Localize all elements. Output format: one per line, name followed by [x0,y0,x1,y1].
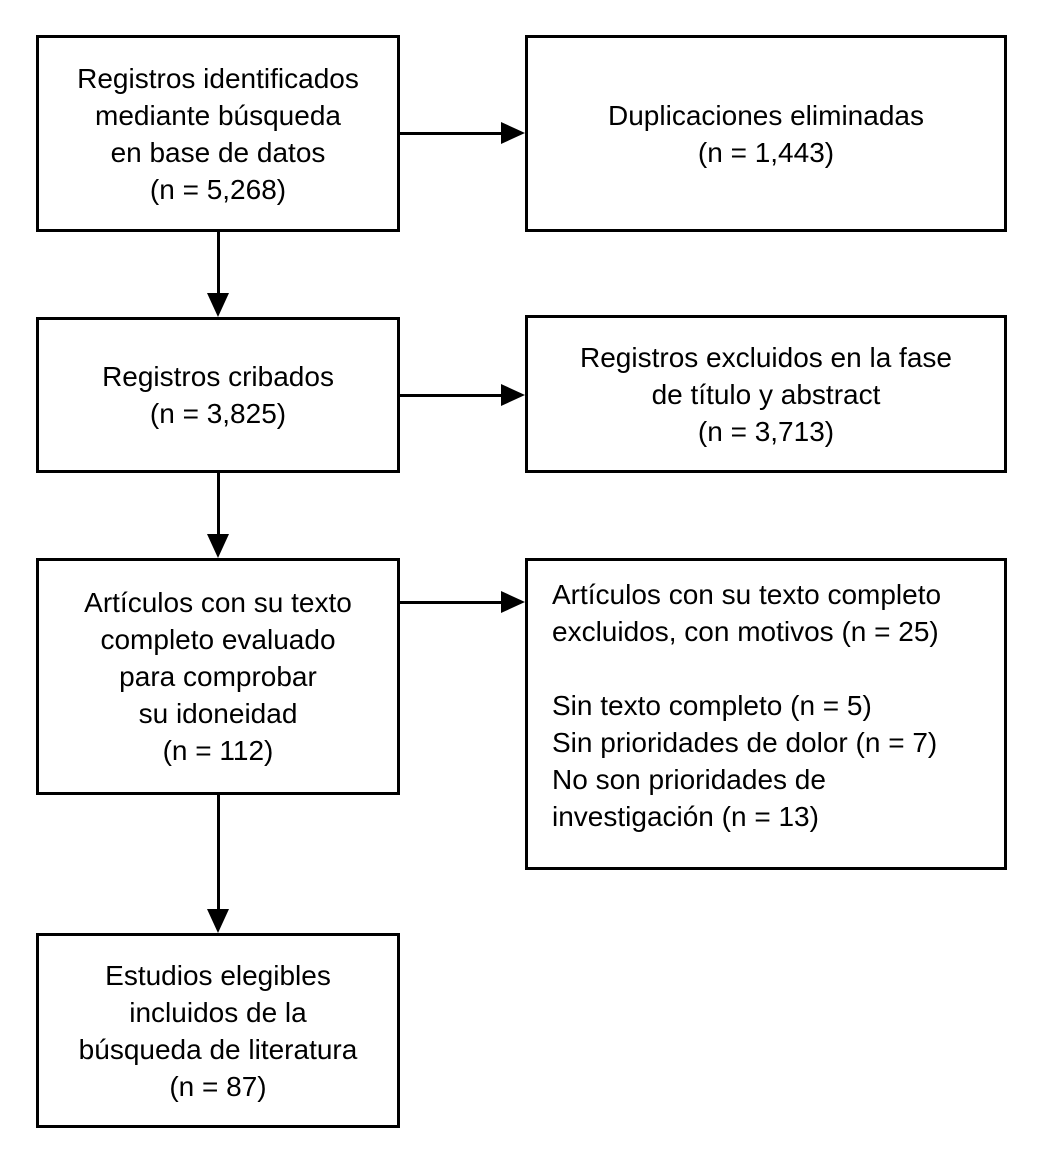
arrowhead-right-icon [501,384,525,406]
arrow-line [399,600,503,604]
arrowhead-right-icon [501,122,525,144]
arrow-identified-to-screened-icon [207,232,229,317]
box-fulltext-assessed: Artículos con su texto completo evaluado… [36,558,400,795]
arrow-fulltext-to-included-icon [207,795,229,933]
arrow-line [216,232,220,295]
box-records-excluded-title-abstract: Registros excluidos en la fase de título… [525,315,1007,473]
arrow-line [399,131,503,135]
arrow-screened-to-fulltext-icon [207,473,229,558]
box-studies-included: Estudios elegibles incluidos de la búsqu… [36,933,400,1128]
arrow-fulltext-to-excluded-icon [399,591,525,613]
arrowhead-down-icon [207,909,229,933]
arrowhead-down-icon [207,293,229,317]
box-duplicates-removed: Duplicaciones eliminadas (n = 1,443) [525,35,1007,232]
arrow-line [216,795,220,911]
box-fulltext-excluded-reasons: Artículos con su texto completo excluido… [525,558,1007,870]
box-records-identified: Registros identificados mediante búsqued… [36,35,400,232]
arrow-line [399,393,503,397]
arrow-line [216,473,220,536]
box-records-screened: Registros cribados (n = 3,825) [36,317,400,473]
arrowhead-right-icon [501,591,525,613]
arrow-identified-to-duplicates-icon [399,122,525,144]
arrow-screened-to-excluded-icon [399,384,525,406]
arrowhead-down-icon [207,534,229,558]
